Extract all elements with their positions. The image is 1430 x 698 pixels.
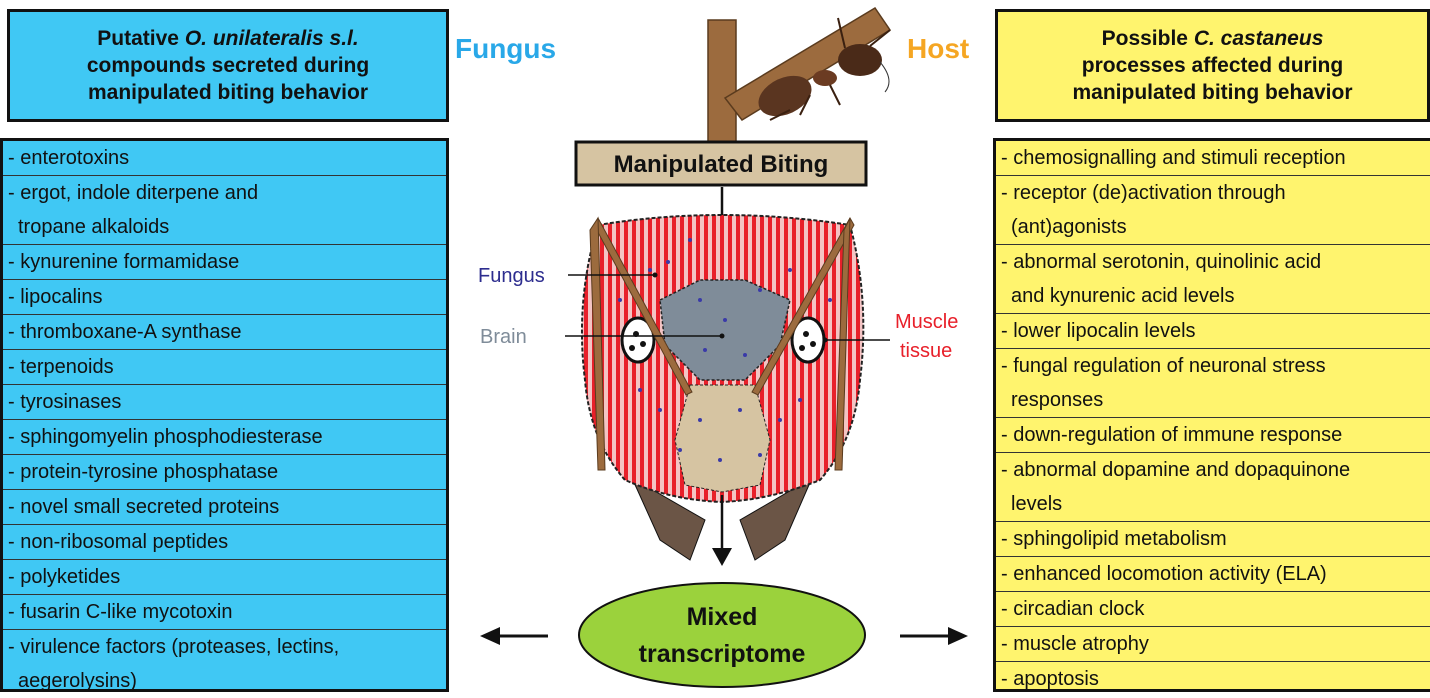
- muscle-label: Muscle: [895, 311, 958, 333]
- mixed-transcriptome-label: Mixed: [687, 603, 758, 631]
- manipulated-biting-label: Manipulated Biting: [614, 151, 829, 178]
- brain-label: Brain: [480, 326, 527, 348]
- mixed-transcriptome-ellipse: [579, 583, 865, 687]
- mixed-transcriptome-label: transcriptome: [639, 640, 806, 668]
- muscle-label: tissue: [900, 340, 952, 362]
- fungus-label: Fungus: [478, 265, 545, 287]
